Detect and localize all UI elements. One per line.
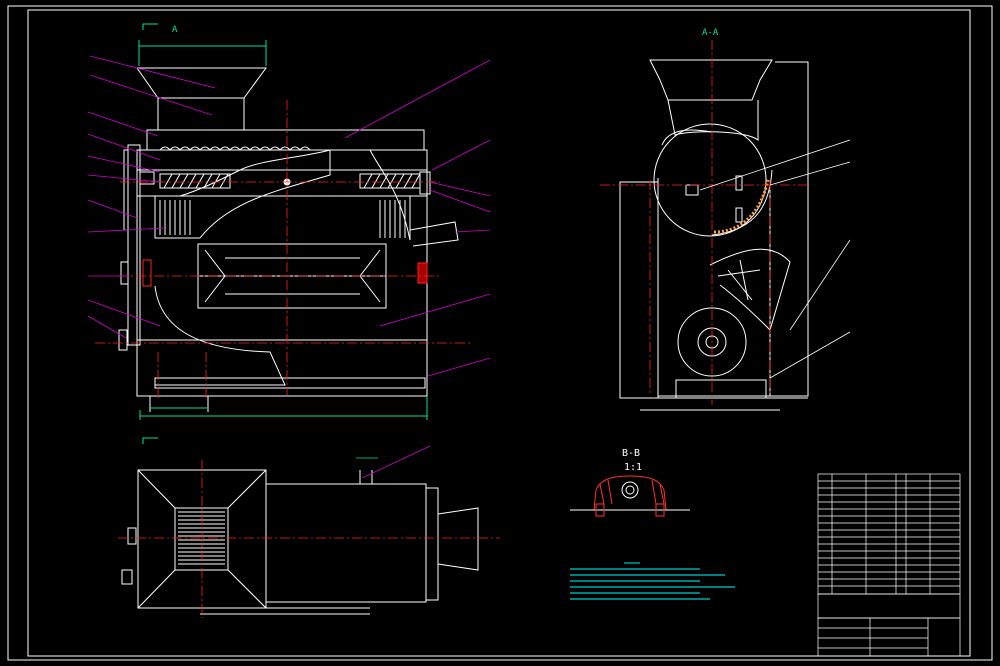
side-screen-teeth — [713, 179, 770, 234]
side-centerlines — [600, 40, 810, 405]
top-view — [121, 437, 479, 615]
section-scale: 1:1 — [624, 462, 642, 473]
section-label: B-B — [622, 448, 640, 459]
top-centerlines — [118, 460, 500, 618]
inner-frame — [27, 9, 971, 657]
front-view: A — [118, 23, 459, 420]
top-leader — [361, 445, 431, 479]
front-view-label: A — [172, 25, 178, 35]
side-leaders — [699, 139, 851, 379]
side-view-label: A-A — [702, 28, 719, 38]
title-block — [817, 473, 961, 657]
front-leaders — [87, 55, 491, 377]
section-bb — [570, 475, 690, 517]
outer-frame — [7, 5, 993, 661]
side-view — [619, 59, 809, 411]
technical-notes — [570, 562, 735, 600]
front-centerlines — [95, 100, 470, 400]
